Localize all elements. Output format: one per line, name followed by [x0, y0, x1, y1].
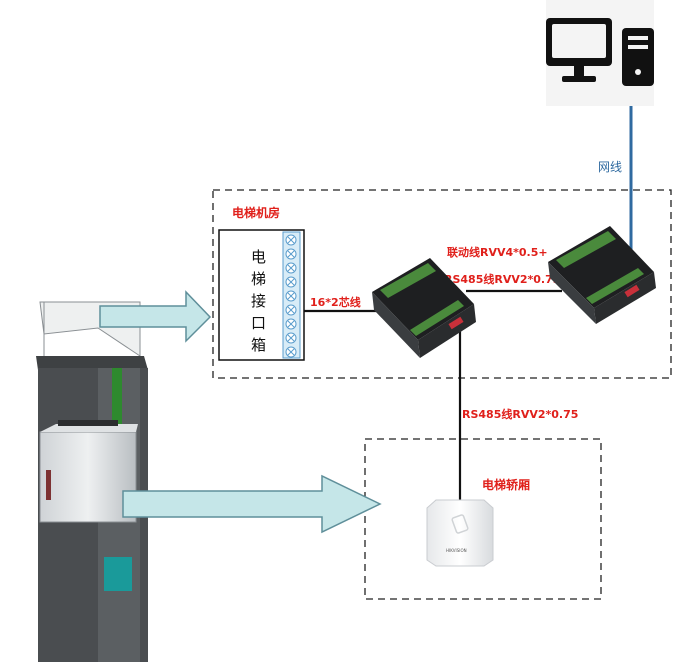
interface-box-char-4: 口	[251, 314, 266, 332]
desktop-computer-icon	[546, 0, 654, 106]
terminal-mark	[287, 334, 295, 342]
terminal-strip-icon	[285, 234, 297, 358]
interface-box-char-3: 接	[251, 292, 266, 310]
machine-room-zone	[212, 189, 672, 379]
terminal-mark	[287, 264, 295, 272]
network-cable-label: 网线	[598, 160, 622, 174]
terminal-mark	[287, 306, 295, 314]
interface-box-char-1: 电	[251, 248, 266, 266]
elevator-interface-box	[218, 229, 305, 361]
elevator-shaft-icon	[36, 301, 148, 662]
rs485-vertical-label: RS485线RVV2*0.75	[462, 407, 578, 421]
rs485-top-label: RS485线RVV2*0.75	[444, 272, 560, 286]
reader-brand-label: HIKVISION	[446, 548, 467, 553]
card-reader-icon	[426, 499, 494, 567]
core-wire-label: 16*2芯线	[310, 295, 361, 309]
terminal-mark	[287, 292, 295, 300]
access-controller-2-icon	[548, 226, 656, 324]
machine-room-label: 电梯机房	[232, 205, 280, 220]
terminal-mark	[287, 320, 295, 328]
terminal-mark	[287, 278, 295, 286]
linkage-wire-label: 联动线RVV4*0.5+	[447, 245, 548, 259]
interface-box-char-5: 箱	[251, 336, 266, 354]
interface-box-char-2: 梯	[251, 270, 266, 288]
terminal-mark	[287, 236, 295, 244]
access-controller-1-icon	[372, 258, 476, 358]
terminal-mark	[287, 348, 295, 356]
elevator-car-label: 电梯轿厢	[482, 477, 530, 492]
terminal-mark	[287, 250, 295, 258]
elevator-car-zone	[364, 438, 602, 600]
arrow-to-interface-box	[99, 290, 212, 343]
arrow-to-elevator-car	[122, 474, 382, 534]
